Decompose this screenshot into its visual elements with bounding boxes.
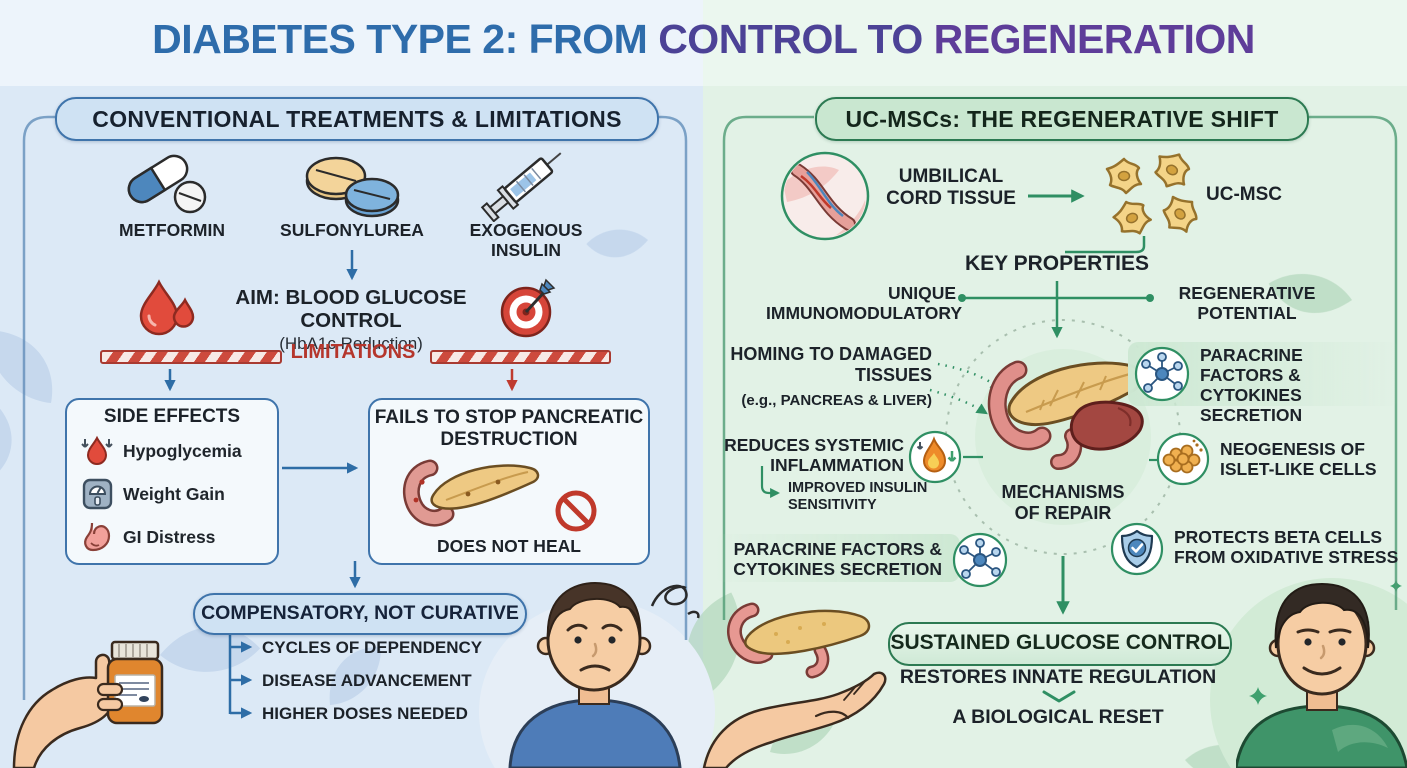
stomach-icon [84, 522, 111, 552]
sustained-glucose-pill: SUSTAINED GLUCOSE CONTROL [888, 622, 1232, 666]
protects-beta-cells-label: PROTECTS BETA CELLS FROM OXIDATIVE STRES… [1174, 527, 1399, 567]
side-effect-label: Weight Gain [123, 483, 225, 504]
target-icon [500, 278, 556, 338]
sustained-glucose-label: SUSTAINED GLUCOSE CONTROL [890, 631, 1230, 654]
weight-scale-icon [82, 478, 113, 510]
right-panel-header-label: UC-MSCs: THE REGENERATIVE SHIFT [845, 106, 1279, 132]
capsule-pill-icon [127, 154, 207, 214]
title-strip-left [0, 0, 703, 86]
compensatory-item-1: CYCLES OF DEPENDENCY [262, 638, 483, 657]
paracrine-left-label: PARACRINE FACTORS & CYTOKINES SECRETION [733, 539, 942, 579]
title-strip-right [703, 0, 1407, 86]
medication-label-sulfonylurea: SULFONYLUREA [280, 220, 424, 240]
paracrine-left-band [714, 534, 960, 582]
key-property-right: REGENERATIVE POTENTIAL [1178, 283, 1316, 323]
compensatory-item-2: DISEASE ADVANCEMENT [262, 671, 472, 690]
title-part-blue: DIABETES TYPE 2: FROM [152, 16, 659, 62]
right-panel-frame [722, 115, 1398, 620]
umbilical-cord-label: UMBILICAL CORD TISSUE [886, 166, 1016, 209]
hand-with-pill-bottle-illustration [12, 640, 164, 768]
molecule-icon [1134, 346, 1190, 402]
inflammation-label: REDUCES SYSTEMIC INFLAMMATION [724, 435, 904, 475]
pancreatic-destruction-title: FAILS TO STOP PANCREATIC DESTRUCTION [374, 407, 644, 450]
homing-dotted-arrows [929, 362, 1002, 415]
aim-text: AIM: BLOOD GLUCOSE CONTROL (HbA1c Reduct… [196, 286, 506, 354]
page-title: DIABETES TYPE 2: FROM CONTROL TO REGENER… [0, 16, 1407, 63]
left-panel-header: CONVENTIONAL TREATMENTS & LIMITATIONS [55, 97, 659, 141]
biological-reset-label: A BIOLOGICAL RESET [952, 706, 1164, 728]
right-flow-connectors [760, 189, 1164, 703]
healthy-patient-illustration [1236, 582, 1407, 768]
sad-patient-illustration [508, 581, 700, 768]
compensatory-item-3: HIGHER DOSES NEEDED [262, 704, 468, 723]
damaged-pancreas-icon [402, 459, 540, 527]
insulin-sensitivity-label: IMPROVED INSULIN SENSITIVITY [788, 480, 928, 513]
homing-sublabel: (e.g., PANCREAS & LIVER) [741, 392, 932, 409]
medication-label-exogenous-insulin: EXOGENOUS INSULIN [469, 220, 583, 260]
title-part-purple: REGENERATION [933, 16, 1256, 62]
uc-msc-label: UC-MSC [1206, 184, 1282, 205]
tablets-icon [305, 156, 400, 218]
title-part-indigo: CONTROL TO [658, 16, 934, 62]
stress-scribble-icon [650, 584, 700, 619]
aim-title: AIM: BLOOD GLUCOSE CONTROL [235, 286, 467, 333]
side-effect-row-weight-gain: Weight Gain [80, 476, 225, 512]
shield-check-icon [1110, 522, 1164, 576]
blood-drop-low-icon [81, 435, 113, 465]
side-effect-row-hypoglycemia: Hypoglycemia [80, 433, 242, 469]
homing-label: HOMING TO DAMAGED TISSUES [730, 344, 932, 385]
restores-regulation-label: RESTORES INNATE REGULATION [899, 666, 1217, 688]
limitations-label: LIMITATIONS [290, 341, 416, 363]
does-not-heal-caption: DOES NOT HEAL [437, 536, 581, 557]
side-effects-box: SIDE EFFECTS Hypoglycemia Weight Gain [65, 398, 279, 565]
side-effect-row-gi-distress: GI Distress [80, 519, 215, 555]
blood-drop-icon [139, 279, 195, 336]
umbilical-cord-icon [780, 151, 870, 241]
compensatory-pill: COMPENSATORY, NOT CURATIVE [193, 593, 527, 635]
inflammation-flame-icon [908, 430, 962, 484]
side-effect-label: Hypoglycemia [123, 440, 242, 461]
medication-label-metformin: METFORMIN [119, 220, 225, 240]
neogenesis-label: NEOGENESIS OF ISLET-LIKE CELLS [1220, 439, 1377, 479]
key-properties-title: KEY PROPERTIES [965, 252, 1149, 275]
paracrine-right-label: PARACRINE FACTORS & CYTOKINES SECRETION [1200, 345, 1303, 425]
side-effect-label: GI Distress [123, 526, 216, 547]
left-panel-frame [22, 115, 688, 700]
pancreas-liver-icon [987, 360, 1144, 470]
pancreatic-destruction-box: FAILS TO STOP PANCREATIC DESTRUCTION DOE… [368, 398, 650, 565]
left-flow-arrows [164, 250, 361, 719]
side-effects-title: SIDE EFFECTS [103, 406, 241, 427]
molecule-icon [952, 532, 1008, 588]
branch-dot-left [958, 294, 966, 302]
prohibition-icon [555, 490, 597, 532]
syringe-icon [480, 152, 562, 222]
hand-presenting-pancreas-illustration [702, 602, 887, 768]
limitations-bar-right [430, 350, 611, 364]
key-property-left: UNIQUE IMMUNOMODULATORY [766, 283, 963, 323]
aim-subtitle: (HbA1c Reduction) [279, 333, 423, 353]
compensatory-title: COMPENSATORY, NOT CURATIVE [201, 602, 519, 624]
left-panel-header-label: CONVENTIONAL TREATMENTS & LIMITATIONS [92, 106, 622, 132]
leaf-decoration-left [0, 229, 648, 705]
mechanisms-hub-label: MECHANISMS OF REPAIR [1001, 482, 1125, 523]
islet-cells-icon [1156, 432, 1210, 486]
limitations-bar-left [100, 350, 282, 364]
right-panel-header: UC-MSCs: THE REGENERATIVE SHIFT [815, 97, 1309, 141]
branch-dot-right [1146, 294, 1154, 302]
stem-cells-icon [1105, 153, 1198, 235]
